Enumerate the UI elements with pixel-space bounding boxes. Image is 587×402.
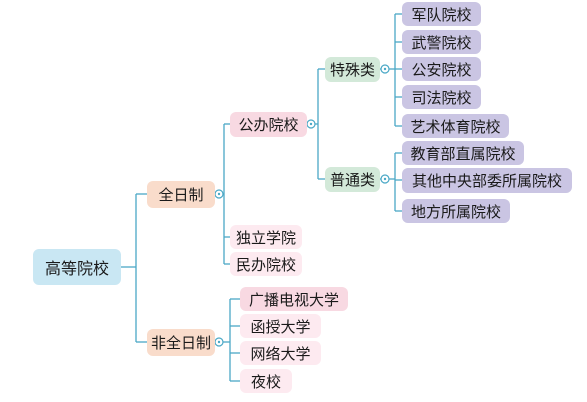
leaf-special-item[interactable]: 艺术体育院校 (402, 114, 509, 138)
node-private-institutions[interactable]: 民办院校 (230, 252, 302, 276)
leaf-general-item[interactable]: 教育部直属院校 (402, 141, 524, 165)
node-full-time[interactable]: 全日制 (147, 181, 215, 208)
leaf-general-item[interactable]: 其他中央部委所属院校 (402, 168, 572, 193)
leaf-general-item[interactable]: 地方所属院校 (402, 199, 510, 223)
node-public-institutions[interactable]: 公办院校 (230, 112, 307, 137)
node-independent-college[interactable]: 独立学院 (230, 225, 302, 249)
collapse-knob-general[interactable] (380, 174, 390, 184)
leaf-part-time-item[interactable]: 函授大学 (240, 314, 321, 338)
leaf-part-time-item[interactable]: 夜校 (240, 369, 292, 393)
collapse-knob-part-time[interactable] (214, 337, 224, 347)
node-part-time[interactable]: 非全日制 (147, 329, 215, 356)
node-root[interactable]: 高等院校 (33, 249, 121, 285)
node-general-category[interactable]: 普通类 (325, 167, 380, 192)
node-special-category[interactable]: 特殊类 (325, 57, 380, 82)
leaf-special-item[interactable]: 武警院校 (402, 30, 481, 54)
leaf-special-item[interactable]: 公安院校 (402, 57, 481, 81)
leaf-part-time-item[interactable]: 网络大学 (240, 341, 321, 365)
collapse-knob-public[interactable] (306, 119, 316, 129)
leaf-special-item[interactable]: 司法院校 (402, 85, 481, 109)
collapse-knob-special[interactable] (380, 64, 390, 74)
leaf-part-time-item[interactable]: 广播电视大学 (240, 287, 348, 311)
leaf-special-item[interactable]: 军队院校 (402, 2, 481, 26)
collapse-knob-full-time[interactable] (214, 189, 224, 199)
